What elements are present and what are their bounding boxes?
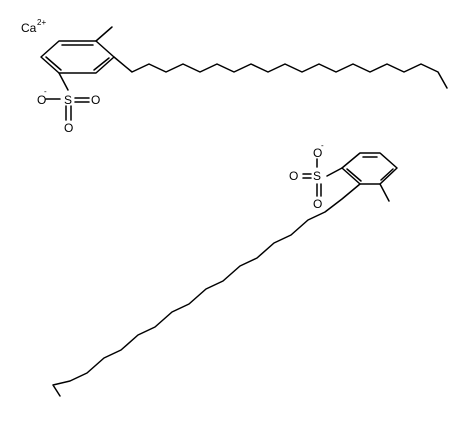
bottom-sulfur-label: S: [313, 169, 321, 183]
bottom-oxygen-left-label: O: [289, 169, 298, 183]
top-oxygen-right-label: O: [91, 93, 100, 107]
calcium-ion: Ca 2+: [21, 18, 46, 35]
top-alkyl-chain: [113, 56, 448, 89]
top-molecule: S O - O O: [37, 26, 448, 135]
top-oxygen-down-label: O: [64, 121, 73, 135]
top-methyl-bond: [95, 26, 113, 42]
bottom-oxygen-charge: -: [321, 141, 324, 150]
bottom-alkyl-chain: [52, 183, 361, 397]
bottom-benzene-ring: [341, 152, 398, 185]
bottom-sulfonate-group: S O - O O: [289, 141, 343, 211]
top-oxygen-charged-label: O: [37, 93, 46, 107]
top-sulfur-label: S: [64, 93, 72, 107]
bottom-methyl-bond: [379, 183, 390, 202]
bottom-oxygen-charged-label: O: [313, 146, 322, 160]
top-sulfonate-group: S O - O O: [37, 72, 100, 135]
calcium-label: Ca: [21, 21, 37, 35]
top-oxygen-charge: -: [44, 87, 47, 96]
calcium-charge: 2+: [37, 18, 46, 27]
top-benzene-ring: [40, 40, 115, 74]
bottom-molecule: S O - O O: [52, 141, 398, 397]
bottom-oxygen-down-label: O: [313, 197, 322, 211]
